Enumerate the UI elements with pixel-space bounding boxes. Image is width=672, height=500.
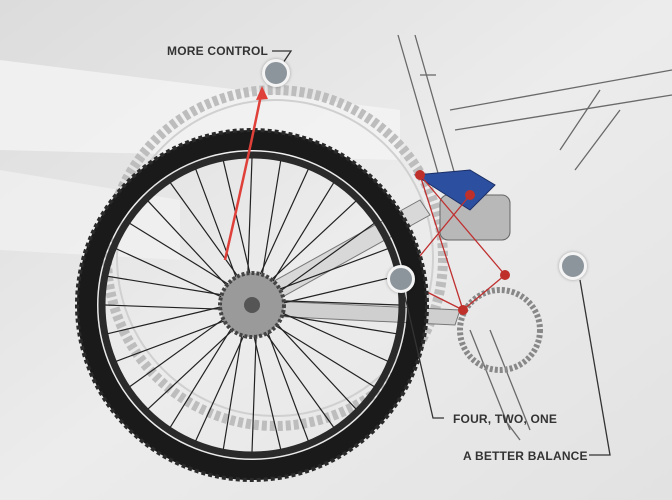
spoke <box>115 313 242 362</box>
spoke <box>104 304 239 311</box>
rear-rim <box>98 151 406 459</box>
spoke <box>258 160 282 294</box>
spoke <box>251 318 258 453</box>
spoke <box>265 275 397 308</box>
frame-outline <box>397 34 672 441</box>
spoke <box>169 312 242 428</box>
spoke <box>262 182 335 298</box>
pivot-points <box>415 170 510 315</box>
spoke <box>222 316 246 450</box>
spoke <box>254 318 335 428</box>
spoke <box>107 302 239 335</box>
spoke <box>107 275 241 299</box>
spoke <box>246 157 253 292</box>
spoke <box>129 222 245 295</box>
arrow-head-icon <box>256 86 268 100</box>
hotspot-four-two-one[interactable] <box>387 265 415 293</box>
callout-four-two-one[interactable]: FOUR, TWO, ONE <box>453 412 558 426</box>
spoke <box>147 200 240 300</box>
hotspot-better-balance[interactable] <box>559 252 587 280</box>
callout-more-control[interactable]: MORE CONTROL <box>167 44 269 58</box>
spoke <box>249 318 282 450</box>
spoke <box>265 299 400 306</box>
travel-arrow <box>223 89 264 261</box>
spoke <box>222 160 255 292</box>
spoke <box>195 318 252 442</box>
chainring <box>457 287 543 373</box>
linkage-lines <box>400 174 506 311</box>
tire-tread <box>75 128 429 482</box>
ghost-tire <box>102 85 448 431</box>
spoke <box>265 222 375 303</box>
spoke <box>195 168 244 295</box>
ghost-rim <box>116 99 434 417</box>
spoke <box>260 315 309 442</box>
spokes <box>104 157 400 453</box>
spoke <box>115 248 239 305</box>
spoke <box>147 317 247 410</box>
spoke <box>265 305 389 362</box>
spoke <box>262 248 389 297</box>
hub <box>244 297 260 313</box>
spoke <box>263 311 397 335</box>
spoke <box>169 182 250 292</box>
spoke <box>259 315 375 388</box>
blue-linkage <box>413 169 496 211</box>
spoke <box>129 307 239 388</box>
hotspot-more-control[interactable] <box>262 59 290 87</box>
spoke <box>264 310 357 410</box>
callout-better-balance[interactable]: A BETTER BALANCE <box>463 449 588 463</box>
spoke <box>257 200 357 293</box>
spoke <box>252 168 309 292</box>
